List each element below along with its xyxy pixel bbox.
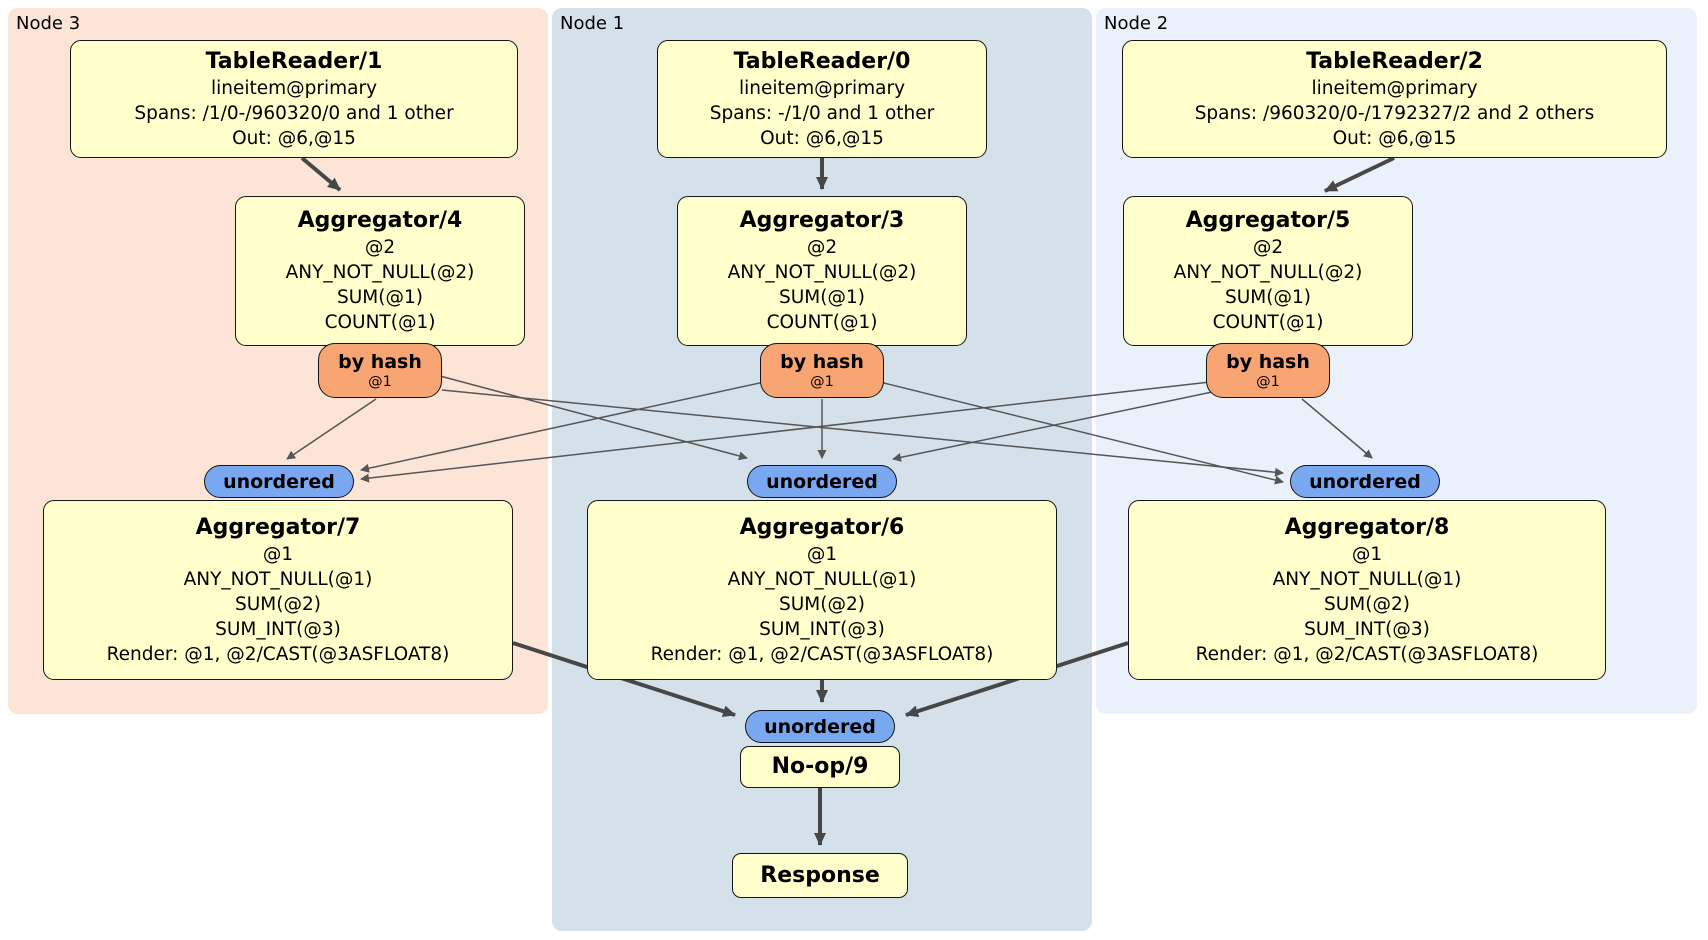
operator-detail: SUM(@1) bbox=[1225, 287, 1311, 308]
operator-title: TableReader/0 bbox=[733, 48, 911, 74]
operator-response: Response bbox=[732, 853, 908, 898]
operator-detail: Render: @1, @2/CAST(@3ASFLOAT8) bbox=[650, 643, 994, 665]
stream-label: unordered bbox=[223, 470, 335, 493]
router-label: by hash bbox=[780, 350, 864, 373]
edge-hash4-unordered-mid bbox=[439, 375, 748, 461]
edge-hash5-unordered-mid bbox=[892, 391, 1213, 462]
router-arg: @1 bbox=[1256, 373, 1280, 390]
router-by-hash-4: by hash @1 bbox=[318, 343, 442, 398]
operator-detail: Out: @6,@15 bbox=[760, 127, 884, 149]
operator-detail: Render: @1, @2/CAST(@3ASFLOAT8) bbox=[1195, 643, 1539, 665]
operator-detail: ANY_NOT_NULL(@2) bbox=[727, 262, 917, 283]
operator-title: Aggregator/6 bbox=[739, 514, 905, 540]
edge-hash3-unordered-left bbox=[360, 381, 765, 473]
edge-hash4-unordered-right bbox=[441, 389, 1284, 477]
router-by-hash-3: by hash @1 bbox=[760, 343, 884, 398]
operator-detail: Spans: -/1/0 and 1 other bbox=[709, 102, 935, 124]
operator-aggregator-5: Aggregator/5 @2 ANY_NOT_NULL(@2) SUM(@1)… bbox=[1123, 196, 1413, 346]
operator-detail: SUM(@2) bbox=[779, 593, 865, 615]
operator-detail: Spans: /1/0-/960320/0 and 1 other bbox=[134, 102, 454, 124]
region-label-node3: Node 3 bbox=[16, 13, 81, 34]
operator-title: Aggregator/7 bbox=[195, 514, 361, 540]
operator-detail: lineitem@primary bbox=[1311, 77, 1478, 99]
operator-detail: ANY_NOT_NULL(@2) bbox=[285, 262, 475, 283]
operator-detail: SUM_INT(@3) bbox=[759, 618, 885, 640]
stream-label: unordered bbox=[1309, 470, 1421, 493]
operator-tablereader-1: TableReader/1 lineitem@primary Spans: /1… bbox=[70, 40, 518, 158]
operator-detail: Out: @6,@15 bbox=[232, 127, 356, 149]
operator-detail: ANY_NOT_NULL(@1) bbox=[1272, 568, 1462, 590]
operator-detail: SUM(@1) bbox=[337, 287, 423, 308]
operator-detail: lineitem@primary bbox=[738, 77, 906, 99]
operator-detail: COUNT(@1) bbox=[1212, 312, 1324, 333]
operator-tablereader-2: TableReader/2 lineitem@primary Spans: /9… bbox=[1122, 40, 1667, 158]
edge-hash5-unordered-left bbox=[360, 381, 1211, 483]
router-arg: @1 bbox=[368, 373, 392, 390]
router-label: by hash bbox=[338, 350, 422, 373]
router-arg: @1 bbox=[810, 373, 834, 390]
operator-title: TableReader/2 bbox=[1306, 48, 1483, 74]
edge-tablereader1-aggregator4 bbox=[300, 156, 342, 192]
operator-tablereader-0: TableReader/0 lineitem@primary Spans: -/… bbox=[657, 40, 987, 158]
stream-unordered-final: unordered bbox=[745, 710, 895, 743]
router-label: by hash bbox=[1226, 350, 1310, 373]
operator-detail: lineitem@primary bbox=[210, 77, 378, 99]
operator-aggregator-4: Aggregator/4 @2 ANY_NOT_NULL(@2) SUM(@1)… bbox=[235, 196, 525, 346]
operator-title: Aggregator/3 bbox=[739, 208, 905, 233]
stream-label: unordered bbox=[766, 470, 878, 493]
operator-detail: @2 bbox=[1252, 237, 1284, 258]
region-label-node2: Node 2 bbox=[1104, 13, 1169, 34]
operator-detail: ANY_NOT_NULL(@2) bbox=[1173, 262, 1363, 283]
operator-detail: Render: @1, @2/CAST(@3ASFLOAT8) bbox=[106, 643, 450, 665]
edge-hash3-unordered-right bbox=[879, 381, 1284, 485]
edge-hash5-unordered-right bbox=[1301, 398, 1373, 459]
region-label-node1: Node 1 bbox=[560, 13, 625, 34]
operator-title: Response bbox=[760, 862, 880, 888]
operator-detail: Spans: /960320/0-/1792327/2 and 2 others bbox=[1194, 102, 1595, 124]
operator-detail: SUM_INT(@3) bbox=[215, 618, 341, 640]
operator-detail: SUM(@2) bbox=[235, 593, 321, 615]
stream-unordered-left: unordered bbox=[204, 465, 354, 498]
operator-title: Aggregator/8 bbox=[1284, 514, 1450, 540]
operator-aggregator-7: Aggregator/7 @1 ANY_NOT_NULL(@1) SUM(@2)… bbox=[43, 500, 513, 680]
operator-detail: SUM_INT(@3) bbox=[1304, 618, 1430, 640]
operator-detail: COUNT(@1) bbox=[766, 312, 878, 333]
operator-detail: @2 bbox=[364, 237, 396, 258]
operator-detail: COUNT(@1) bbox=[324, 312, 436, 333]
operator-noop-9: No-op/9 bbox=[740, 746, 900, 788]
operator-detail: @1 bbox=[806, 543, 838, 565]
operator-aggregator-8: Aggregator/8 @1 ANY_NOT_NULL(@1) SUM(@2)… bbox=[1128, 500, 1606, 680]
operator-detail: ANY_NOT_NULL(@1) bbox=[183, 568, 373, 590]
operator-title: No-op/9 bbox=[771, 754, 869, 779]
operator-detail: @2 bbox=[806, 237, 838, 258]
stream-unordered-middle: unordered bbox=[747, 465, 897, 498]
stream-unordered-right: unordered bbox=[1290, 465, 1440, 498]
operator-title: Aggregator/5 bbox=[1185, 208, 1351, 233]
operator-detail: ANY_NOT_NULL(@1) bbox=[727, 568, 917, 590]
operator-detail: @1 bbox=[1351, 543, 1383, 565]
operator-aggregator-6: Aggregator/6 @1 ANY_NOT_NULL(@1) SUM(@2)… bbox=[587, 500, 1057, 680]
operator-detail: SUM(@2) bbox=[1324, 593, 1410, 615]
operator-title: Aggregator/4 bbox=[297, 208, 463, 233]
operator-detail: Out: @6,@15 bbox=[1332, 127, 1457, 149]
router-by-hash-5: by hash @1 bbox=[1206, 343, 1330, 398]
operator-title: TableReader/1 bbox=[205, 48, 383, 74]
edge-tablereader2-aggregator5 bbox=[1324, 156, 1395, 193]
edge-hash4-unordered-left bbox=[286, 398, 377, 460]
operator-detail: @1 bbox=[262, 543, 294, 565]
operator-aggregator-3: Aggregator/3 @2 ANY_NOT_NULL(@2) SUM(@1)… bbox=[677, 196, 967, 346]
operator-detail: SUM(@1) bbox=[779, 287, 865, 308]
stream-label: unordered bbox=[764, 715, 876, 738]
